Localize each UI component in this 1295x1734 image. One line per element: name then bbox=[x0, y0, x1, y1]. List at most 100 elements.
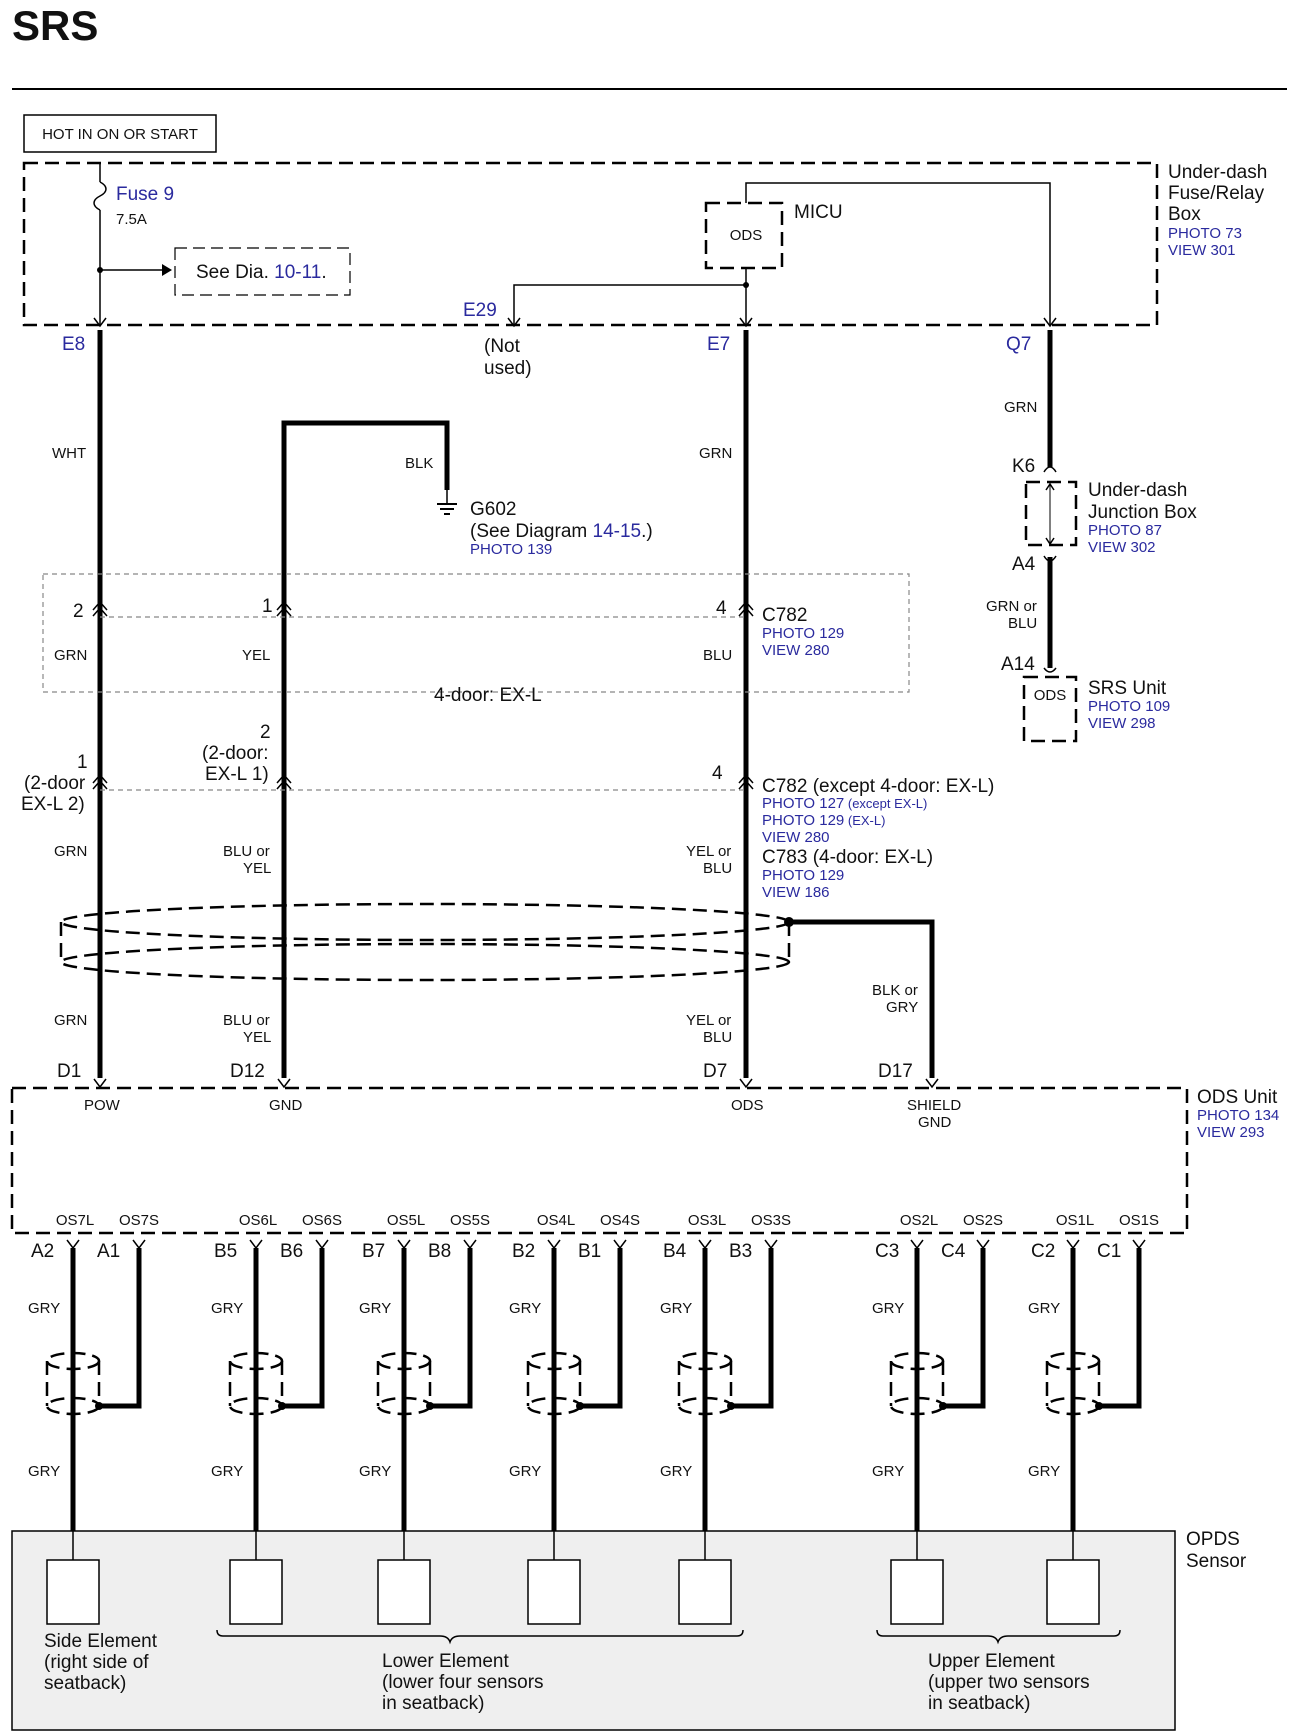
c782-lower-photo1: PHOTO 127 (except EX-L) bbox=[762, 795, 927, 812]
color-yel-or-blu-1: YEL or bbox=[686, 843, 731, 860]
wire-s bbox=[731, 1248, 774, 1409]
sensor-elements bbox=[46, 1531, 1100, 1625]
color-grn-low: GRN bbox=[54, 1012, 87, 1029]
c783-photo: PHOTO 129 bbox=[762, 867, 844, 884]
ods-pin-os3l: OS3L bbox=[688, 1212, 726, 1229]
ods-pin-os5l: OS5L bbox=[387, 1212, 425, 1229]
color-yel-or-blu-low-2: BLU bbox=[703, 1029, 732, 1046]
pin-e7: E7 bbox=[707, 334, 730, 355]
color-gry: GRY bbox=[28, 1300, 60, 1317]
micu-box bbox=[704, 201, 784, 270]
color-grn-mid: GRN bbox=[54, 843, 87, 860]
pin-arrow bbox=[976, 1239, 990, 1250]
pin-b8: B8 bbox=[428, 1241, 451, 1262]
wire-s bbox=[430, 1248, 473, 1409]
pin-a14: A14 bbox=[1001, 654, 1035, 675]
color-grn-or-blu-2: BLU bbox=[1008, 615, 1037, 632]
ground-name: G602 bbox=[470, 499, 516, 520]
micu-label: MICU bbox=[794, 202, 843, 223]
shield-joint bbox=[576, 1402, 584, 1410]
pin-d1: D1 bbox=[57, 1061, 81, 1082]
micu-ods-label: ODS bbox=[730, 227, 763, 244]
pin-arrow bbox=[613, 1239, 627, 1250]
not-used-2: used) bbox=[484, 358, 532, 379]
sensor-element-2 bbox=[229, 1531, 283, 1625]
ground-see: (See Diagram 14-15.) bbox=[470, 521, 653, 542]
pin-c4: C4 bbox=[941, 1241, 966, 1262]
pin-arrow bbox=[910, 1239, 924, 1250]
pin-arrow bbox=[315, 1239, 329, 1250]
color-blu-or-yel-1: BLU or bbox=[223, 843, 270, 860]
sensor-element-5 bbox=[678, 1531, 732, 1625]
ods-unit-view: VIEW 293 bbox=[1197, 1124, 1265, 1141]
color-blk-or-gry-2: GRY bbox=[886, 999, 918, 1016]
junction-box-photo: PHOTO 87 bbox=[1088, 522, 1162, 539]
color-yel-or-blu-2: BLU bbox=[703, 860, 732, 877]
lower-element-2: (lower four sensors bbox=[382, 1672, 544, 1693]
pin-e29: E29 bbox=[463, 300, 497, 321]
page-title: SRS bbox=[12, 2, 98, 49]
srs-unit-view: VIEW 298 bbox=[1088, 715, 1156, 732]
c782-upper-view: VIEW 280 bbox=[762, 642, 830, 659]
fuse-box-photo: PHOTO 73 bbox=[1168, 225, 1242, 242]
fuse-box-name-1: Under-dash bbox=[1168, 162, 1267, 183]
color-gry: GRY bbox=[872, 1463, 904, 1480]
ods-pin-shield: SHIELD bbox=[907, 1097, 961, 1114]
sensor-element-7 bbox=[1046, 1531, 1100, 1625]
element-box bbox=[229, 1559, 283, 1625]
sensor-element-3 bbox=[377, 1531, 431, 1625]
color-gry: GRY bbox=[211, 1463, 243, 1480]
color-blu-or-yel-low-1: BLU or bbox=[223, 1012, 270, 1029]
pin-e8: E8 bbox=[62, 334, 85, 355]
see-dia-text: See Dia. 10-11. bbox=[196, 262, 327, 283]
ods-pin-os7s: OS7S bbox=[119, 1212, 159, 1229]
upper-element-1: Upper Element bbox=[928, 1651, 1055, 1672]
pin-a2: A2 bbox=[31, 1241, 54, 1262]
c782-lower-pin-4: 4 bbox=[712, 763, 723, 784]
side-element-1: Side Element bbox=[44, 1631, 158, 1652]
c782-lower-photo2: PHOTO 129 (EX-L) bbox=[762, 812, 885, 829]
lower-element-1: Lower Element bbox=[382, 1651, 509, 1672]
c783-name: C783 (4-door: EX-L) bbox=[762, 847, 933, 868]
color-gry: GRY bbox=[211, 1300, 243, 1317]
fuse-relay-box: See Dia. 10-11. Fuse 9 7.5A ODS MICU Und… bbox=[22, 161, 1267, 328]
color-gry: GRY bbox=[872, 1300, 904, 1317]
pin-arrow bbox=[132, 1239, 146, 1250]
fuse-box-name-3: Box bbox=[1168, 204, 1201, 225]
wire-s bbox=[943, 1248, 986, 1409]
side-element-2: (right side of bbox=[44, 1652, 149, 1673]
pin-b6: B6 bbox=[280, 1241, 303, 1262]
ods-unit bbox=[10, 1078, 1189, 1235]
pin-arrow bbox=[463, 1239, 477, 1250]
wire-s bbox=[282, 1248, 325, 1409]
arrow-icon bbox=[162, 264, 172, 276]
c782-upper-variant: 4-door: EX-L bbox=[434, 685, 542, 706]
color-blu-or-yel-2: YEL bbox=[243, 860, 271, 877]
pin-arrow bbox=[1066, 1239, 1080, 1250]
opds-sensor bbox=[11, 1530, 1176, 1731]
element-box bbox=[377, 1559, 431, 1625]
ods-unit-photo: PHOTO 134 bbox=[1197, 1107, 1279, 1124]
pin-arrow bbox=[66, 1239, 80, 1250]
srs-unit-ods: ODS bbox=[1034, 687, 1067, 704]
color-gry: GRY bbox=[1028, 1300, 1060, 1317]
color-gry: GRY bbox=[359, 1463, 391, 1480]
upper-element-3: in seatback) bbox=[928, 1693, 1030, 1714]
ground-icon bbox=[437, 503, 457, 515]
pin-arrow bbox=[249, 1239, 263, 1250]
element-box bbox=[46, 1559, 100, 1625]
ods-pin-os2l: OS2L bbox=[900, 1212, 938, 1229]
lower-element-brace bbox=[216, 1629, 744, 1645]
srs-unit: ODS bbox=[1022, 667, 1078, 743]
color-gry: GRY bbox=[509, 1300, 541, 1317]
color-grn-ods: GRN bbox=[699, 445, 732, 462]
upper-element-brace bbox=[876, 1629, 1121, 1645]
pin-b3: B3 bbox=[729, 1241, 752, 1262]
lower-element-3: in seatback) bbox=[382, 1693, 484, 1714]
pin-d17: D17 bbox=[878, 1061, 913, 1082]
upper-element-2: (upper two sensors bbox=[928, 1672, 1090, 1693]
fuse-box-name-2: Fuse/Relay bbox=[1168, 183, 1265, 204]
